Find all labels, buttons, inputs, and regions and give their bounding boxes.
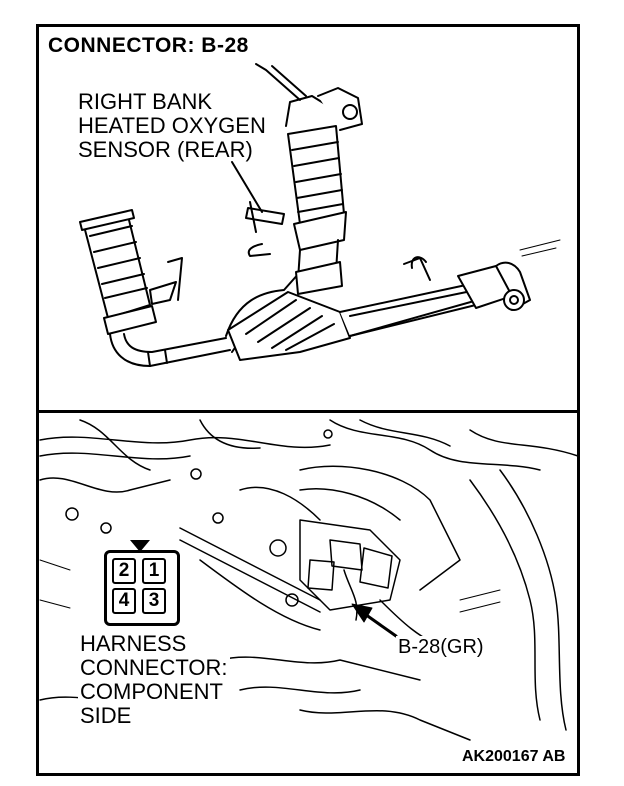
figure-title: CONNECTOR: B-28	[48, 34, 249, 57]
exhaust-pipe-assembly	[79, 63, 561, 367]
sensor-label: RIGHT BANK HEATED OXYGEN SENSOR (REAR)	[78, 90, 266, 162]
sensor-leader-line	[231, 161, 263, 213]
sensor-label-line-2: HEATED OXYGEN	[78, 113, 266, 138]
sensor-label-line-3: SENSOR (REAR)	[78, 137, 253, 162]
callout-arrow	[351, 603, 398, 638]
connector-pin-4: 4	[112, 588, 136, 614]
panel-divider	[36, 410, 580, 413]
engine-bay-linework	[39, 419, 579, 741]
harness-label-line-3: COMPONENT	[80, 679, 223, 704]
sensor-label-line-1: RIGHT BANK	[78, 89, 213, 114]
connector-callout-label: B-28(GR)	[396, 636, 486, 659]
connector-latch-icon	[130, 540, 150, 552]
harness-label-line-4: SIDE	[80, 703, 132, 728]
connector-pin-2: 2	[112, 558, 136, 584]
harness-label-line-1: HARNESS	[80, 631, 187, 656]
connector-pin-3: 3	[142, 588, 166, 614]
harness-label-line-2: CONNECTOR:	[80, 655, 228, 680]
connector-pin-1: 1	[142, 558, 166, 584]
figure-code: AK200167 AB	[460, 748, 568, 766]
harness-connector-label: HARNESS CONNECTOR: COMPONENT SIDE	[78, 632, 230, 728]
